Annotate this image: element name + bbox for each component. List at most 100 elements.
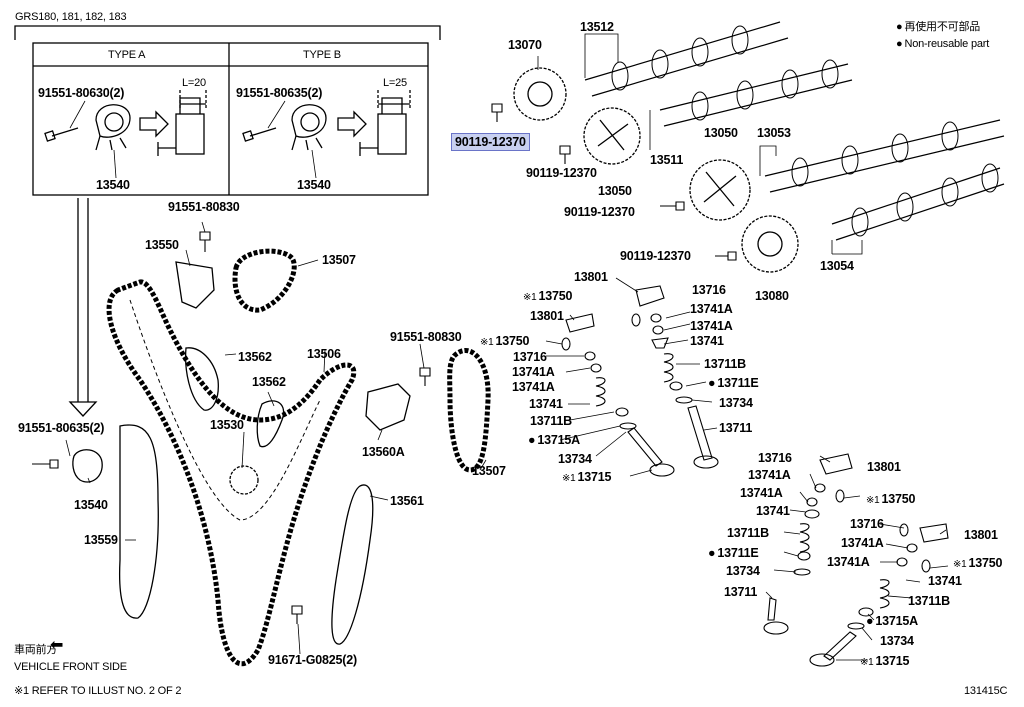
- part-90119-c[interactable]: 90119-12370: [564, 205, 635, 219]
- part-13711b-a[interactable]: 13711B: [704, 357, 746, 371]
- type-a-part-label[interactable]: 13540: [96, 178, 130, 192]
- valve-train-set-2: [763, 453, 949, 667]
- part-13715a-b[interactable]: 13715A: [866, 614, 918, 628]
- part-13507-a[interactable]: 13507: [322, 253, 356, 267]
- part-13711e-b[interactable]: 13711E: [708, 546, 759, 560]
- tensioner-13540: [72, 449, 103, 483]
- gear-bolts: [32, 103, 737, 624]
- part-13741a-f[interactable]: 13741A: [740, 486, 783, 500]
- tensioner-13550: [175, 261, 215, 309]
- part-90119-b[interactable]: 90119-12370: [526, 166, 597, 180]
- part-13734-d[interactable]: 13734: [880, 634, 914, 648]
- type-b-bolt-label[interactable]: 91551-80635(2): [236, 86, 323, 100]
- front-arrow-icon: ⬅: [50, 637, 64, 654]
- part-13080[interactable]: 13080: [755, 289, 789, 303]
- part-13560a[interactable]: 13560A: [362, 445, 405, 459]
- part-13070[interactable]: 13070: [508, 38, 542, 52]
- part-90119-d[interactable]: 90119-12370: [620, 249, 691, 263]
- chain-guide-13562b: [256, 400, 285, 448]
- type-b-part-label[interactable]: 13540: [297, 178, 331, 192]
- crank-sprocket: [229, 465, 259, 495]
- part-13711b-d[interactable]: 13711B: [908, 594, 950, 608]
- part-13741a-b[interactable]: 13741A: [690, 319, 733, 333]
- part-13050-b[interactable]: 13050: [704, 126, 738, 140]
- timing-chain-tertiary: [447, 348, 491, 473]
- part-13801-a[interactable]: 13801: [574, 270, 608, 284]
- part-13741a-c[interactable]: 13741A: [512, 365, 555, 379]
- part-13741a-d[interactable]: 13741A: [512, 380, 555, 394]
- part-91671-g0825[interactable]: 91671-G0825(2): [268, 653, 357, 667]
- part-13716-d[interactable]: 13716: [850, 517, 884, 531]
- chain-guide-13559: [118, 424, 159, 619]
- part-13711-a[interactable]: 13711: [719, 421, 753, 435]
- part-13562-b[interactable]: 13562: [252, 375, 286, 389]
- part-13716-b[interactable]: 13716: [513, 350, 547, 364]
- part-13741-a[interactable]: 13741: [690, 334, 724, 348]
- timing-chain-secondary: [232, 248, 297, 313]
- part-13715a-a[interactable]: 13715A: [528, 433, 580, 447]
- part-13506[interactable]: 13506: [307, 347, 341, 361]
- model-code: GRS180, 181, 182, 183: [15, 11, 127, 23]
- part-13050-a[interactable]: 13050: [598, 184, 632, 198]
- footnote: ※1 REFER TO ILLUST NO. 2 OF 2: [14, 685, 182, 697]
- part-13711b-c[interactable]: 13711B: [727, 526, 769, 540]
- camshaft-gears: [513, 67, 799, 273]
- part-13562-a[interactable]: 13562: [238, 350, 272, 364]
- part-13801-c[interactable]: 13801: [867, 460, 901, 474]
- type-b-title: TYPE B: [303, 49, 341, 61]
- timing-chain-main: [106, 279, 357, 667]
- part-13734-b[interactable]: 13734: [558, 452, 592, 466]
- part-13530[interactable]: 13530: [210, 418, 244, 432]
- part-13741-b[interactable]: 13741: [529, 397, 563, 411]
- type-a-bolt-label[interactable]: 91551-80630(2): [38, 86, 125, 100]
- part-13741-d[interactable]: 13741: [928, 574, 962, 588]
- part-13711b-b[interactable]: 13711B: [530, 414, 572, 428]
- part-13711-b[interactable]: 13711: [724, 585, 758, 599]
- part-13540[interactable]: 13540: [74, 498, 108, 512]
- legend-ja: 再使用不可部品: [896, 20, 980, 34]
- front-side-ja: 車両前方: [14, 644, 58, 656]
- part-13559[interactable]: 13559: [84, 533, 118, 547]
- part-13711e-a[interactable]: 13711E: [708, 376, 759, 390]
- tensioner-13560a: [365, 383, 411, 431]
- type-a-dimension: L=20: [182, 77, 206, 89]
- part-13512[interactable]: 13512: [580, 20, 614, 34]
- part-13716-c[interactable]: 13716: [758, 451, 792, 465]
- part-13734-c[interactable]: 13734: [726, 564, 760, 578]
- front-side-en: VEHICLE FRONT SIDE: [14, 661, 127, 673]
- part-13741a-e[interactable]: 13741A: [748, 468, 791, 482]
- chain-guide-13561: [331, 484, 374, 645]
- part-13734-a[interactable]: 13734: [719, 396, 753, 410]
- part-13550[interactable]: 13550: [145, 238, 179, 252]
- part-13716-a[interactable]: 13716: [692, 283, 726, 297]
- tensioner-type-b-sketch: [242, 90, 411, 156]
- valve-train-set-1: [561, 285, 719, 477]
- part-91551-80635[interactable]: 91551-80635(2): [18, 421, 105, 435]
- part-13801-b[interactable]: 13801: [530, 309, 564, 323]
- part-13054[interactable]: 13054: [820, 259, 854, 273]
- part-13741a-h[interactable]: 13741A: [827, 555, 870, 569]
- part-13511[interactable]: 13511: [650, 153, 684, 167]
- part-13053[interactable]: 13053: [757, 126, 791, 140]
- tensioner-type-a-sketch: [44, 90, 207, 156]
- part-90119-highlighted[interactable]: 90119-12370: [451, 133, 530, 151]
- part-91551-80830-a[interactable]: 91551-80830: [168, 200, 240, 214]
- part-13741-c[interactable]: 13741: [756, 504, 790, 518]
- diagram-id: 131415C: [964, 685, 1008, 697]
- part-13507-b[interactable]: 13507: [472, 464, 506, 478]
- camshafts: [584, 21, 1005, 241]
- part-13741a-g[interactable]: 13741A: [841, 536, 884, 550]
- type-b-dimension: L=25: [383, 77, 407, 89]
- part-91551-80830-b[interactable]: 91551-80830: [390, 330, 462, 344]
- legend-en: Non-reusable part: [896, 37, 989, 51]
- part-13561[interactable]: 13561: [390, 494, 424, 508]
- part-13741a-a[interactable]: 13741A: [690, 302, 733, 316]
- part-13801-d[interactable]: 13801: [964, 528, 998, 542]
